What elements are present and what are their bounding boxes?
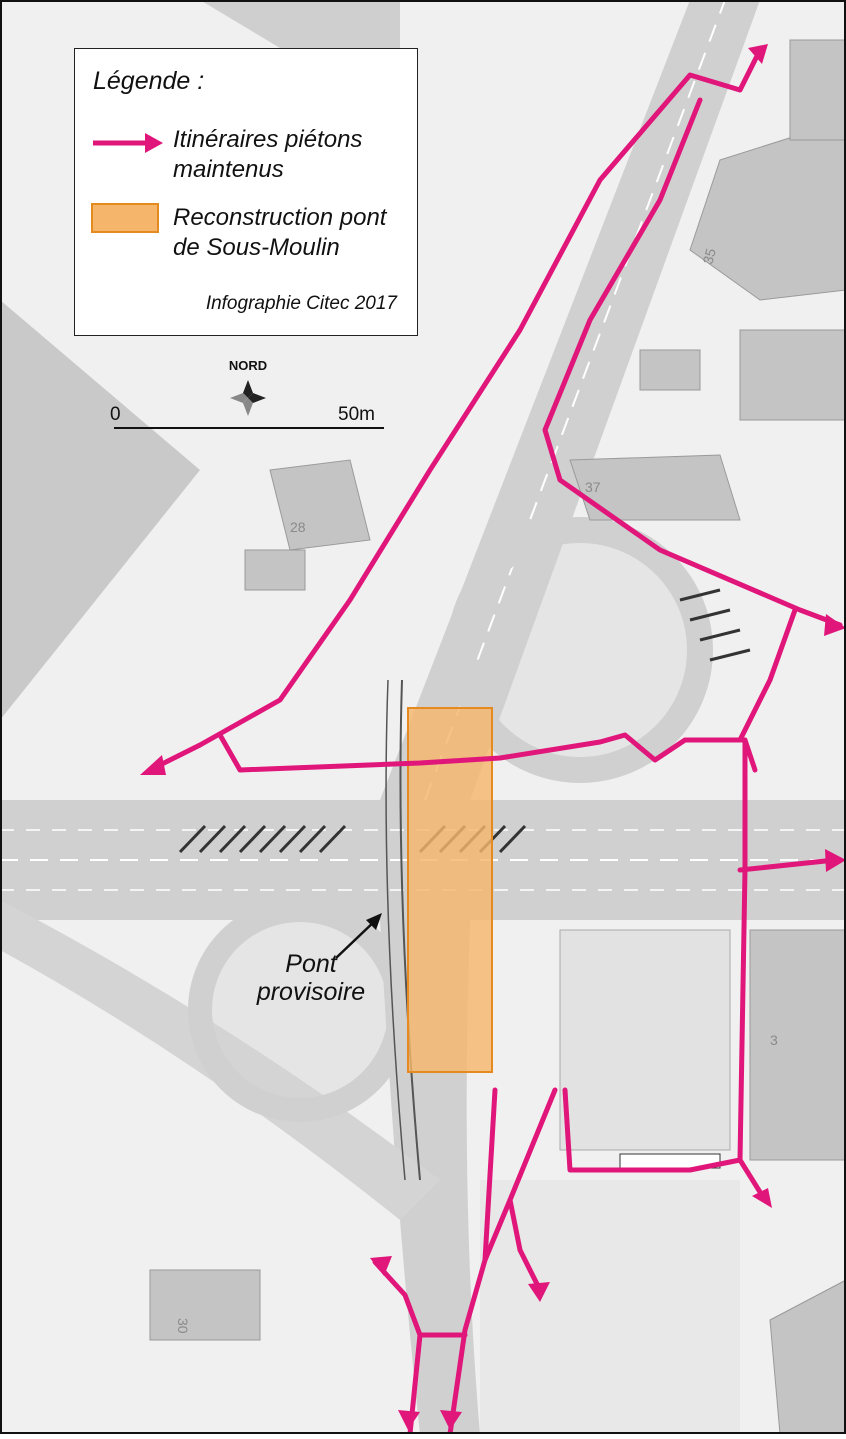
building-30: [149, 1269, 261, 1341]
bridge-reconstruction-zone: [407, 707, 493, 1073]
compass-icon: [230, 380, 266, 416]
building-number-30: 30: [175, 1318, 191, 1334]
route-east-south: [562, 737, 748, 1173]
arrow-south-1: [440, 1410, 462, 1430]
arrow-ne: [748, 44, 768, 64]
arrow-south-2: [398, 1410, 420, 1430]
legend-label-bridge-reconstruction: Reconstruction pont de Sous-Moulin: [173, 204, 387, 261]
temporary-bridge-edge: [385, 679, 406, 1181]
building-block-north: [200, 0, 400, 160]
building-number-35: 35: [699, 246, 719, 265]
building-3: [749, 929, 846, 1161]
building-number-3: 3: [770, 1032, 778, 1048]
annotation-arrowhead: [366, 913, 382, 930]
arrow-east-top: [824, 614, 846, 636]
route-south-branch: [507, 1197, 543, 1293]
lane-line: [424, 0, 726, 801]
roundabout-ring-north: [447, 517, 713, 783]
route-east-link: [737, 607, 798, 743]
scale-label-end: 50m: [338, 404, 375, 425]
building-east-top: [789, 39, 846, 141]
legend-title: Légende :: [93, 67, 205, 95]
building-southeast: [769, 1279, 846, 1435]
pedestrian-routes: [147, 47, 843, 1437]
building-east-mid: [739, 329, 846, 421]
arrow-se: [752, 1188, 772, 1208]
route-northeast: [542, 97, 843, 628]
legend-label-pedestrian-routes: Itinéraires piétons maintenus: [173, 126, 363, 183]
temporary-bridge: [399, 679, 421, 1181]
route-crossing-ew: [217, 732, 758, 773]
legend-panel: Légende : Itinéraires piétons maintenus …: [74, 48, 418, 336]
compass-label: NORD: [229, 358, 267, 373]
building-28b: [244, 549, 306, 591]
pedestrian-route-arrow-icon: [93, 133, 163, 153]
temporary-bridge-label: Pont provisoire: [256, 950, 366, 1006]
green-south: [480, 1180, 740, 1434]
building-number-28: 28: [290, 519, 306, 535]
parking-area: [559, 929, 731, 1151]
building-numbers: 35 37 28 30 3: [175, 246, 778, 1333]
route-diagonal-nw: [147, 47, 763, 773]
building-small: [639, 349, 701, 391]
route-arrowheads: [140, 44, 846, 1430]
route-south-main: [447, 1257, 488, 1437]
bridge-reconstruction-swatch-icon: [91, 203, 159, 233]
legend-credit: Infographie Citec 2017: [205, 293, 397, 314]
route-east-arrow: [737, 857, 838, 873]
arrow-nw: [140, 755, 166, 775]
building-37: [569, 454, 741, 521]
building-block-west: [0, 300, 200, 720]
route-southwest: [372, 1259, 468, 1338]
roundabout-ring-south: [188, 898, 412, 1122]
building-number-37: 37: [585, 479, 601, 495]
buildings: [149, 39, 846, 1435]
building-28: [269, 459, 371, 551]
arrow-south-branch: [528, 1282, 550, 1302]
arrow-sw: [370, 1256, 392, 1276]
scale-label-start: 0: [110, 404, 121, 425]
route-south-zigzag: [482, 1087, 558, 1263]
arrow-east-mid: [825, 849, 846, 872]
